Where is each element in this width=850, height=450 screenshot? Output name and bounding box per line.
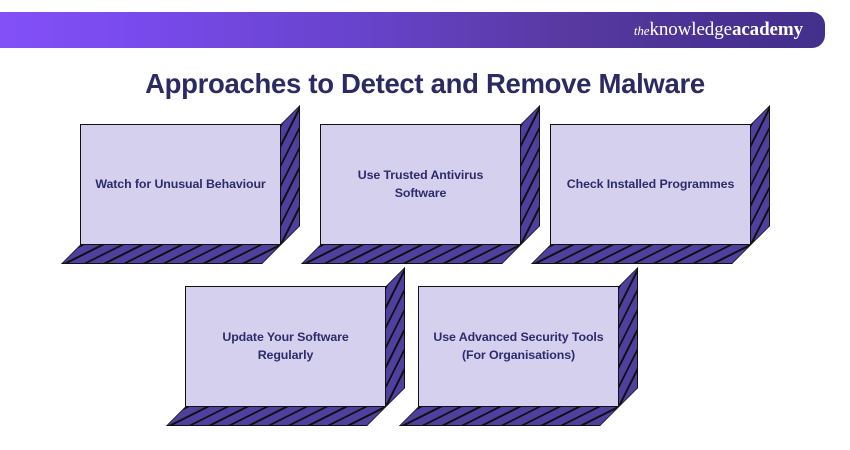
card-label: Use Advanced Security Tools (For Organis… [433, 329, 604, 362]
card-front-face: Check Installed Programmes [550, 124, 751, 245]
brand-logo: theknowledgeacademy [634, 19, 803, 41]
card-update-your-software-regularly: Update Your Software Regularly [166, 267, 405, 426]
card-bottom-face [61, 245, 281, 264]
brand-logo-word-academy: academy [731, 19, 803, 40]
card-side-face [521, 105, 540, 245]
card-bottom-face [531, 245, 751, 264]
card-bottom-face [399, 407, 619, 426]
card-label: Check Installed Programmes [566, 176, 735, 191]
brand-logo-word-knowledge: knowledge [649, 19, 732, 40]
card-label: Use Trusted Antivirus Software [357, 167, 484, 200]
card-side-face [619, 267, 638, 407]
card-check-installed-programmes: Check Installed Programmes [531, 105, 770, 264]
card-label: Update Your Software Regularly [222, 329, 349, 362]
card-watch-for-unusual-behaviour: Watch for Unusual Behaviour [61, 105, 300, 264]
card-bottom-face [166, 407, 386, 426]
card-bottom-face [301, 245, 521, 264]
card-use-advanced-security-tools: Use Advanced Security Tools (For Organis… [399, 267, 638, 426]
card-side-face [751, 105, 770, 245]
brand-logo-prefix: the [633, 23, 650, 38]
card-side-face [281, 105, 300, 245]
card-front-face: Use Advanced Security Tools (For Organis… [418, 286, 619, 407]
card-front-face: Watch for Unusual Behaviour [80, 124, 281, 245]
card-front-face: Update Your Software Regularly [185, 286, 386, 407]
card-side-face [386, 267, 405, 407]
card-label: Watch for Unusual Behaviour [95, 176, 266, 191]
page-title: Approaches to Detect and Remove Malware [145, 68, 705, 99]
card-use-trusted-antivirus-software: Use Trusted Antivirus Software [301, 105, 540, 264]
card-front-face: Use Trusted Antivirus Software [320, 124, 521, 245]
header-bar: theknowledgeacademy [0, 12, 825, 48]
